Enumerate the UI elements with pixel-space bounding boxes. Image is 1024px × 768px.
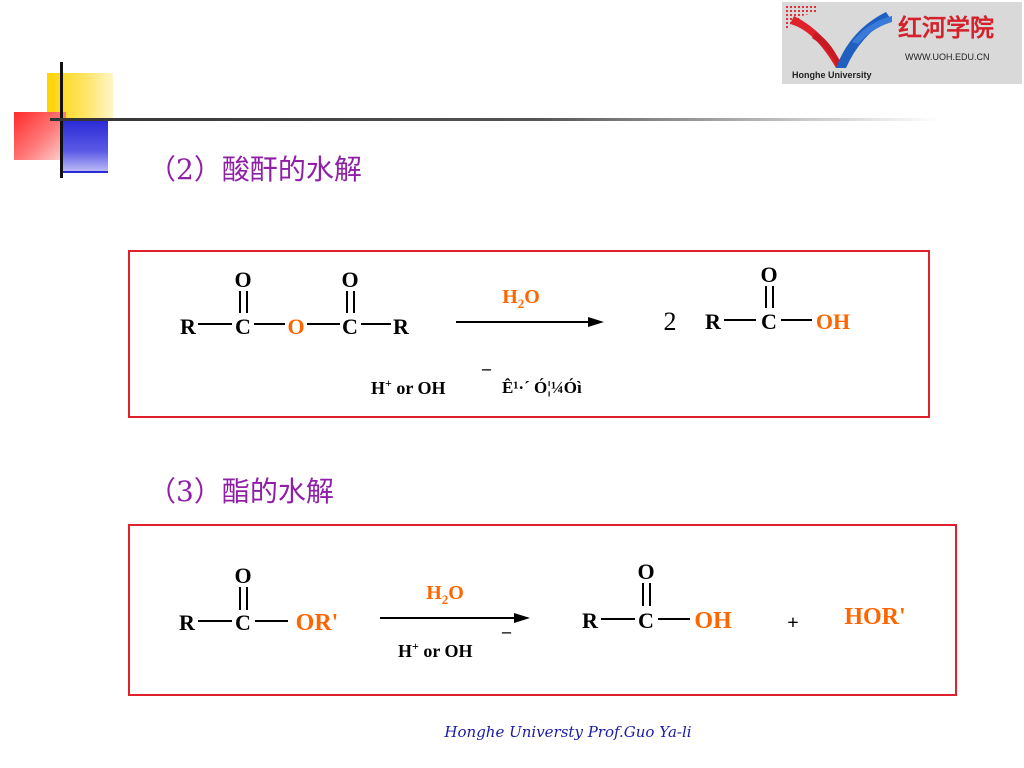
single-bond [255, 620, 288, 622]
double-bond-line [239, 587, 241, 610]
single-bond [781, 319, 812, 321]
catalyst-condition: H+ or OH [371, 376, 446, 400]
single-bond [724, 319, 756, 321]
single-bond [198, 323, 232, 325]
catalyst-minus: – [482, 358, 491, 378]
atom-r: R [582, 608, 598, 633]
reaction-arrow-head [514, 613, 530, 623]
reagent-h: H [426, 582, 442, 604]
reaction-arrow [380, 617, 516, 619]
catalyst-minus: – [502, 621, 511, 641]
double-bond-line [239, 291, 241, 313]
group-hydroxyl: OH [694, 608, 732, 634]
single-bond [254, 323, 285, 325]
catalyst-rest: or OH [418, 641, 473, 661]
atom-c: C [235, 314, 251, 339]
double-bond-line [353, 291, 355, 313]
logo-emblem-icon [784, 4, 892, 68]
atom-r: R [180, 314, 196, 339]
reagent-subscript: 2 [441, 592, 449, 607]
reaction-arrow-head [588, 317, 604, 327]
atom-bridging-o: O [287, 314, 305, 339]
atom-carbonyl-o: O [341, 267, 359, 292]
group-alkoxy: OR' [295, 610, 339, 636]
reagent-h: H [502, 286, 518, 308]
product-coefficient: 2 [663, 307, 677, 336]
atom-r: R [179, 610, 195, 635]
reagent-subscript: 2 [517, 296, 525, 311]
byproduct-alcohol: HOR' [844, 604, 906, 630]
double-bond-line [765, 286, 767, 308]
plus-sign: + [787, 612, 799, 634]
single-bond [198, 620, 232, 622]
reagent-o: O [448, 582, 464, 604]
atom-c: C [638, 608, 654, 633]
atom-carbonyl-o: O [760, 262, 778, 287]
catalyst-h: H [398, 641, 413, 661]
reaction-arrow [456, 321, 590, 323]
catalyst-h: H [371, 378, 386, 398]
section-heading-anhydride: （2）酸酐的水解 [148, 153, 362, 186]
group-hydroxyl: OH [815, 309, 851, 334]
reagent-water: H2O [502, 286, 540, 311]
logo-english-name: Honghe University [792, 70, 872, 80]
reagent-o: O [524, 286, 540, 308]
single-bond [601, 618, 635, 620]
reaction-box-ester [128, 524, 957, 696]
decor-blue-square [62, 121, 108, 171]
atom-c: C [342, 314, 358, 339]
reagent-water: H2O [426, 582, 464, 607]
decor-blue-underline [62, 171, 108, 173]
single-bond [658, 618, 690, 620]
catalyst-rest: or OH [391, 378, 446, 398]
atom-r: R [705, 309, 721, 334]
single-bond [361, 323, 391, 325]
logo-url: WWW.UOH.EDU.CN [905, 52, 990, 62]
double-bond-line [346, 291, 348, 313]
reaction-box-anhydride [128, 250, 930, 418]
logo-chinese-name: 红河学院 [898, 13, 994, 42]
atom-r: R [393, 314, 409, 339]
double-bond-line [246, 291, 248, 313]
atom-carbonyl-o: O [637, 559, 655, 584]
catalyst-condition: H+ or OH [398, 639, 473, 663]
catalyst-plus: + [385, 376, 392, 390]
double-bond-line [649, 583, 651, 606]
atom-c: C [761, 309, 777, 334]
catalyst-plus: + [412, 639, 419, 653]
single-bond [307, 323, 340, 325]
decor-yellow-square [47, 73, 113, 119]
atom-c: C [235, 610, 251, 635]
double-bond-line [642, 583, 644, 606]
atom-carbonyl-o: O [234, 563, 252, 588]
footer-credit: Honghe Universty Prof.Guo Ya-li [444, 723, 692, 741]
section-heading-ester: （3）酯的水解 [148, 475, 334, 508]
decor-horizontal-rule [50, 118, 940, 121]
atom-carbonyl-o: O [234, 267, 252, 292]
double-bond-line [772, 286, 774, 308]
condition-note: Ê¹·´ Ó¦¼Óì [502, 378, 582, 397]
university-logo: 红河学院 WWW.UOH.EDU.CN Honghe University [782, 2, 1022, 84]
double-bond-line [246, 587, 248, 610]
